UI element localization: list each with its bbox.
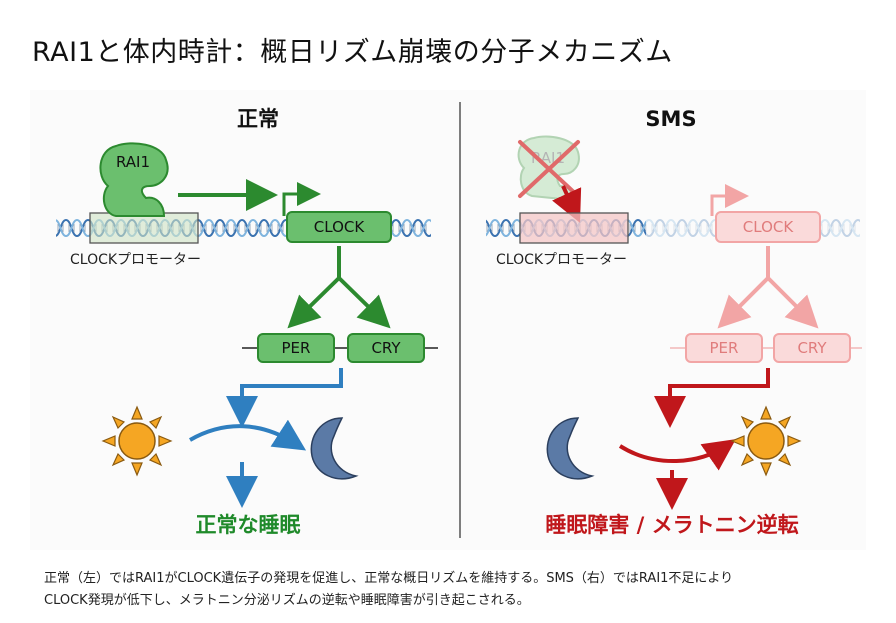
sms-reduced-arrow (552, 185, 582, 223)
sms-cry-box (773, 333, 851, 363)
normal-cry-label: CRY (371, 339, 401, 357)
sms-tss-arrow (710, 184, 749, 216)
normal-per-box (257, 333, 335, 363)
caption-line-2: CLOCK発現が低下し、メラトニン分泌リズムの逆転や睡眠障害が引き起こされる。 (44, 593, 530, 608)
normal-outcome-label: 正常な睡眠 (196, 513, 301, 537)
sms-promoter-label: CLOCKプロモーター (496, 252, 627, 268)
sms-clock-box (715, 211, 821, 243)
sms-per-label: PER (710, 339, 739, 357)
sms-inverted-arrow (618, 439, 736, 471)
sms-rhythm-arrow (654, 368, 770, 428)
caption: 正常（左）ではRAI1がCLOCK遺伝子の発現を促進し、正常な概日リズムを維持す… (44, 568, 864, 612)
normal-promoter-box (89, 212, 199, 244)
normal-promoter-label: CLOCKプロモーター (70, 252, 201, 268)
sun-icon (101, 405, 173, 477)
caption-line-1: 正常（左）ではRAI1がCLOCK遺伝子の発現を促進し、正常な概日リズムを維持す… (44, 571, 734, 586)
normal-per-label: PER (282, 339, 311, 357)
normal-cry-box (347, 333, 425, 363)
sms-fork-arrows (717, 246, 819, 329)
page-title: RAI1と体内時計：概日リズム崩壊の分子メカニズム (32, 37, 673, 68)
sms-heading: SMS (645, 107, 696, 131)
normal-clock-label: CLOCK (314, 218, 366, 236)
sun-icon (730, 405, 802, 477)
sms-cry-label: CRY (797, 339, 827, 357)
cross-icon (518, 140, 580, 198)
normal-rhythm-arrow (226, 368, 343, 428)
normal-rai1-protein: RAI1 (99, 142, 169, 217)
normal-rai1-label: RAI1 (116, 153, 150, 171)
moon-icon (310, 417, 359, 480)
moon-icon (546, 417, 595, 480)
sms-promoter-box (519, 212, 629, 244)
sms-outcome-label: 睡眠障害 / メラトニン逆転 (545, 513, 798, 537)
normal-clock-box (286, 211, 392, 243)
normal-heading: 正常 (237, 107, 279, 131)
sms-per-box (685, 333, 763, 363)
normal-tss-arrow (282, 182, 321, 216)
normal-fork-arrows (287, 246, 391, 329)
normal-day-night-arrow (189, 419, 307, 451)
sms-clock-label: CLOCK (743, 218, 795, 236)
